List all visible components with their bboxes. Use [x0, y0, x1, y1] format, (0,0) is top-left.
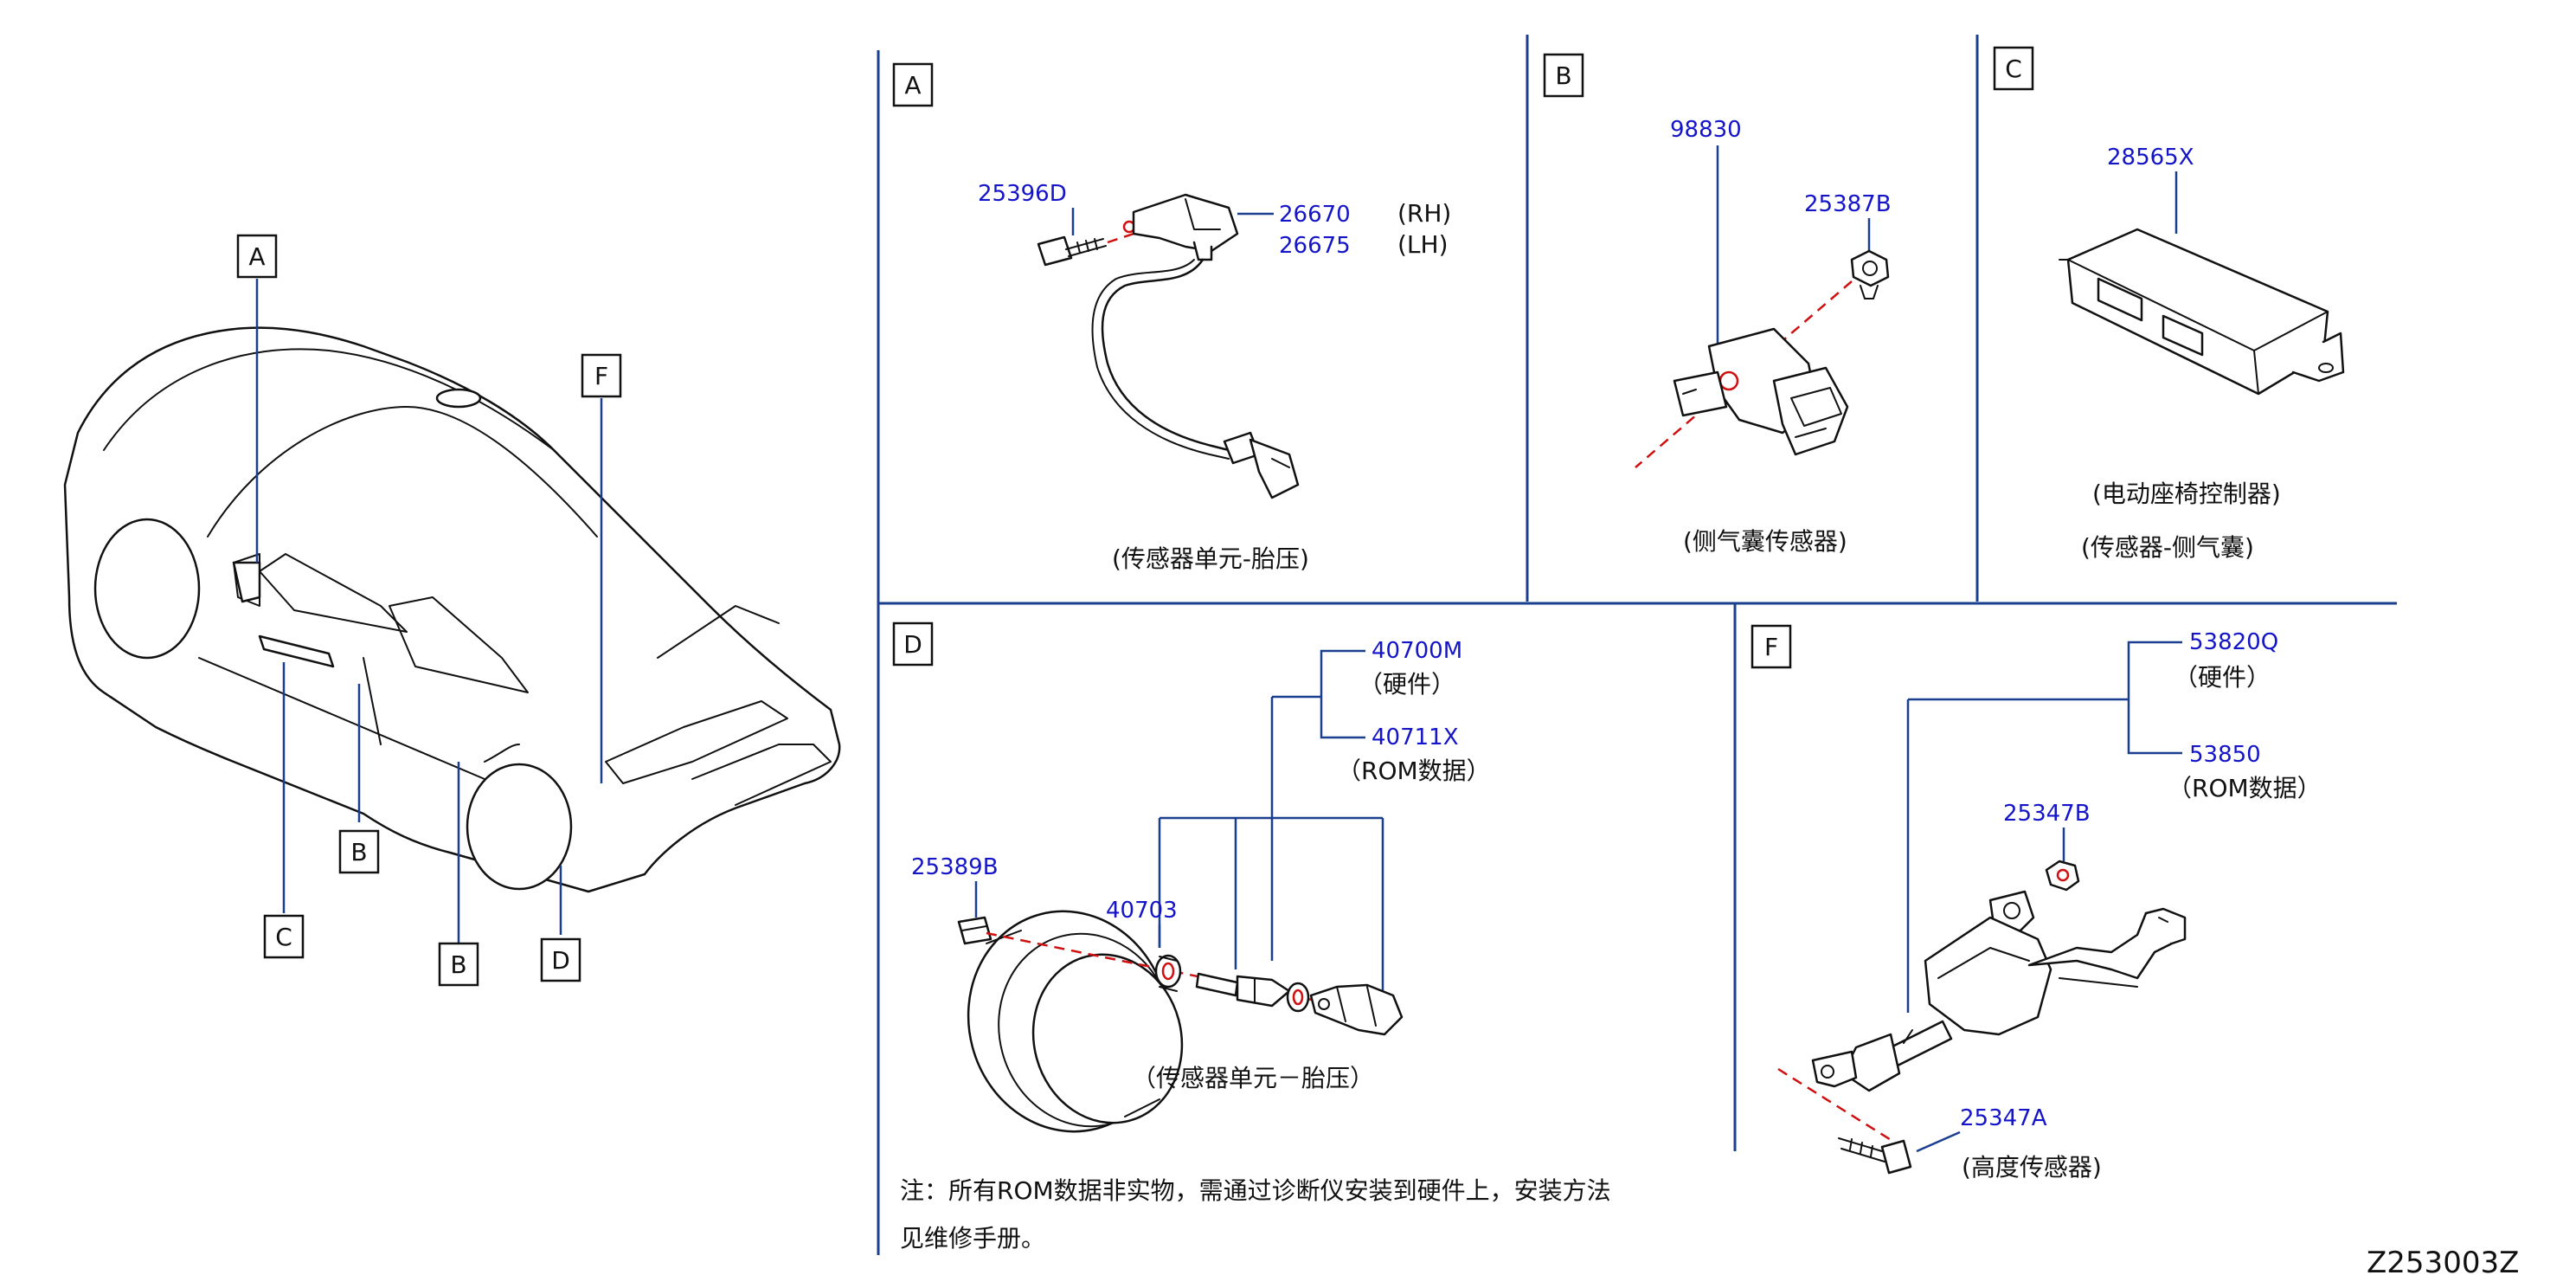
callout-a: A — [236, 234, 278, 279]
side-lh: (LH) — [1397, 230, 1449, 259]
panel-a-letter: A — [904, 71, 921, 100]
panel-a-caption: (传感器单元-胎压) — [1112, 544, 1309, 573]
part-40711X: 40711X — [1372, 724, 1459, 750]
note-line-2: 见维修手册。 — [900, 1224, 1045, 1253]
callout-b2-label: B — [450, 950, 466, 979]
panel-c-caption-1: (电动座椅控制器) — [2092, 480, 2281, 508]
panel-f-letter: F — [1764, 633, 1778, 661]
part-25347B: 25347B — [2003, 801, 2091, 827]
part-40703: 40703 — [1106, 898, 1178, 924]
bolt-icon — [1838, 1137, 1912, 1175]
panel-f-hw-label: （硬件） — [2174, 663, 2271, 692]
callout-c-label: C — [275, 923, 292, 951]
panel-d-rom-label: （ROM数据） — [1337, 757, 1491, 785]
part-53850: 53850 — [2189, 742, 2261, 768]
part-40700M: 40700M — [1372, 638, 1462, 664]
panel-b-letter: B — [1555, 61, 1571, 90]
panel-d: D 40700M （硬件） 40711X （ROM数据） 25389B 4070… — [892, 621, 1611, 1253]
note-line-1: 注：所有ROM数据非实物，需通过诊断仪安装到硬件上，安装方法 — [900, 1176, 1611, 1205]
panel-c-letter: C — [2005, 55, 2022, 83]
control-unit-icon — [2059, 228, 2345, 396]
panel-d-letter: D — [903, 630, 922, 659]
panel-b: B 98830 25387B (侧气囊传感器) — [1543, 53, 1892, 556]
tpms-sensor-icon — [1091, 193, 1300, 499]
callout-b1-label: B — [350, 838, 367, 866]
callout-d-label: D — [551, 946, 570, 975]
tpms-body-icon — [1309, 983, 1404, 1036]
grommet-icon — [1154, 954, 1182, 992]
part-25387B: 25387B — [1804, 191, 1892, 217]
callout-a-label: A — [248, 242, 265, 271]
part-25347A: 25347A — [1960, 1105, 2047, 1131]
nut-icon — [2045, 860, 2080, 892]
diagram-code: Z253003Z — [2367, 1246, 2519, 1280]
nut-icon — [1850, 249, 1890, 299]
callout-b2: B — [438, 942, 479, 987]
wheel-rim-icon — [967, 910, 1184, 1133]
callout-c: C — [263, 914, 305, 959]
part-98830: 98830 — [1670, 117, 1742, 143]
part-26670: 26670 — [1279, 202, 1351, 228]
airbag-sensor-icon — [1673, 327, 1849, 456]
panel-a: A 25396D 26670 26675 (RH) (LH) (传 — [892, 62, 1451, 573]
part-25396D: 25396D — [978, 181, 1067, 207]
panel-d-caption: （传感器单元－胎压） — [1132, 1064, 1374, 1092]
valve-stem-icon — [1195, 972, 1291, 1008]
panel-c-caption-2: (传感器-侧气囊) — [2081, 533, 2254, 562]
panel-d-hw-label: （硬件） — [1359, 670, 1455, 699]
callout-d: D — [540, 937, 581, 982]
panel-b-caption: (侧气囊传感器) — [1683, 527, 1847, 556]
part-28565X: 28565X — [2107, 145, 2194, 171]
panel-f-rom-label: （ROM数据） — [2168, 774, 2322, 802]
panel-f-caption: (高度传感器) — [1962, 1153, 2102, 1182]
valve-cap-icon — [957, 916, 992, 945]
part-26675: 26675 — [1279, 233, 1351, 259]
bolt-icon — [1037, 235, 1107, 267]
seal-ring-icon — [1286, 982, 1310, 1013]
height-sensor-icon — [1811, 890, 2187, 1092]
part-53820Q: 53820Q — [2189, 629, 2278, 655]
panel-frames — [877, 35, 2397, 1255]
callout-f: F — [581, 353, 622, 398]
panel-c: C 28565X (电动座椅控制器) (传感器-侧气囊) — [1993, 46, 2345, 562]
part-25389B: 25389B — [911, 854, 999, 880]
callout-f-label: F — [594, 362, 608, 390]
side-rh: (RH) — [1397, 199, 1451, 228]
car-illustration — [63, 326, 841, 893]
panel-f: F 53820Q （硬件） 53850 （ROM数据） 25347B — [1751, 624, 2322, 1182]
car-leaders — [255, 279, 603, 943]
callout-b1: B — [338, 829, 380, 874]
